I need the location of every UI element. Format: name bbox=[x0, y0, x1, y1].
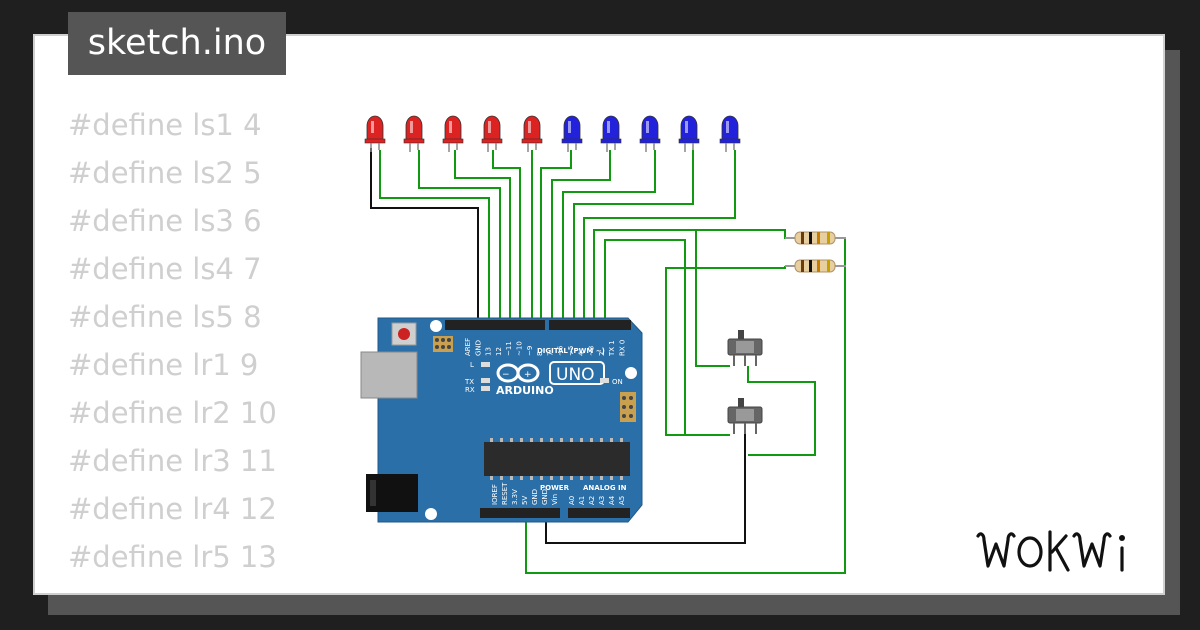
pin-label: 12 bbox=[495, 347, 503, 356]
resistor-1[interactable] bbox=[785, 231, 846, 245]
pin-label: GND bbox=[474, 340, 482, 356]
code-line: #define lr5 13 bbox=[68, 540, 277, 574]
pin-label: ~5 bbox=[567, 346, 575, 356]
file-tab[interactable]: sketch.ino bbox=[68, 12, 286, 75]
pin-label: AREF bbox=[464, 338, 472, 356]
resistor-2[interactable] bbox=[785, 259, 846, 273]
usb-port bbox=[360, 351, 418, 399]
digital-header-right bbox=[549, 320, 631, 330]
power-header-label: POWER bbox=[540, 484, 570, 492]
wire-resistor2 bbox=[665, 266, 786, 436]
led-label-l: L bbox=[470, 361, 474, 369]
code-line: #define lr2 10 bbox=[68, 396, 277, 430]
wire-led-10 bbox=[583, 150, 736, 323]
wire-led-2 bbox=[418, 150, 501, 323]
pin-label: A4 bbox=[608, 495, 616, 505]
code-line: #define ls3 6 bbox=[68, 204, 262, 238]
analog-header-label: ANALOG IN bbox=[583, 484, 627, 492]
pin-label: ~3 bbox=[588, 346, 596, 356]
wire-led-8 bbox=[562, 150, 656, 323]
mounting-hole bbox=[430, 320, 442, 332]
code-line: #define lr4 12 bbox=[68, 492, 277, 526]
pin-label: ~11 bbox=[505, 341, 513, 356]
code-line: #define ls5 8 bbox=[68, 300, 262, 334]
pin-label: A2 bbox=[588, 496, 596, 505]
code-line: #define ls4 7 bbox=[68, 252, 262, 286]
wire-led-1 bbox=[379, 150, 490, 323]
led-row bbox=[364, 115, 741, 152]
led-red-3[interactable] bbox=[442, 115, 464, 152]
power-header bbox=[480, 508, 560, 518]
pin-label: 8 bbox=[536, 352, 544, 356]
code-line: #define lr1 9 bbox=[68, 348, 259, 382]
wire-switch-gnd bbox=[545, 428, 746, 544]
pin-label: 7 bbox=[546, 352, 554, 356]
wire-led-4 bbox=[492, 150, 521, 323]
pin-label: RESET bbox=[501, 482, 509, 505]
arduino-uno-board[interactable]: − + UNO ARDUINO DIGITAL (PWM ~) POWER AN… bbox=[360, 317, 643, 523]
led-blue-8[interactable] bbox=[639, 115, 661, 152]
led-blue-10[interactable] bbox=[719, 115, 741, 152]
wire-led-9 bbox=[573, 150, 694, 323]
led-red-2[interactable] bbox=[403, 115, 425, 152]
pin-label: ~9 bbox=[526, 346, 534, 356]
wire-led-6 bbox=[540, 150, 572, 323]
pin-label: A3 bbox=[598, 496, 606, 505]
pin-label: RX 0 bbox=[619, 340, 627, 356]
board-brand: ARDUINO bbox=[496, 384, 554, 397]
wire-ground bbox=[370, 148, 479, 323]
code-line: #define ls2 5 bbox=[68, 156, 262, 190]
board-model: UNO bbox=[556, 365, 595, 385]
pin-label: A5 bbox=[618, 496, 626, 505]
led-blue-7[interactable] bbox=[600, 115, 622, 152]
code-line: #define ls1 4 bbox=[68, 108, 262, 142]
wires bbox=[370, 148, 846, 574]
pin-label: GND bbox=[541, 489, 549, 505]
led-label-on: ON bbox=[612, 378, 623, 386]
wire-led-7 bbox=[551, 150, 611, 323]
pin-label: IOREF bbox=[491, 484, 499, 505]
pin-label: A1 bbox=[578, 496, 586, 505]
pin-label: Vin bbox=[551, 494, 559, 505]
arduino-logo-icon bbox=[496, 363, 540, 383]
svg-text:−: − bbox=[502, 370, 510, 380]
led-red-4[interactable] bbox=[481, 115, 503, 152]
led-red-1[interactable] bbox=[364, 115, 386, 152]
pin-label: 13 bbox=[485, 347, 493, 356]
pin-label: 2 bbox=[598, 352, 606, 356]
led-blue-9[interactable] bbox=[678, 115, 700, 152]
pin-label: 5V bbox=[521, 496, 529, 505]
wire-led-3 bbox=[454, 150, 511, 323]
led-red-5[interactable] bbox=[521, 115, 543, 152]
wokwi-logo bbox=[976, 530, 1125, 572]
mounting-hole bbox=[625, 367, 637, 379]
svg-text:+: + bbox=[524, 370, 532, 380]
pin-label: ~6 bbox=[557, 345, 565, 356]
led-label-rx: RX bbox=[465, 386, 475, 394]
wire-pin2-switch bbox=[604, 239, 730, 436]
pin-label: A0 bbox=[568, 496, 576, 505]
mounting-hole bbox=[425, 508, 437, 520]
slide-switch-2[interactable] bbox=[727, 398, 763, 434]
code-listing: #define ls1 4 #define ls2 5 #define ls3 … bbox=[68, 103, 348, 583]
pin-label: GND bbox=[531, 489, 539, 505]
microcontroller-chip bbox=[484, 442, 630, 476]
slide-switch-1[interactable] bbox=[727, 330, 763, 366]
digital-header-label: DIGITAL (PWM ~) bbox=[537, 347, 605, 355]
pin-label: TX 1 bbox=[608, 340, 616, 357]
wire-pin3-switch bbox=[695, 230, 730, 367]
code-line: #define lr3 11 bbox=[68, 444, 277, 478]
led-label-tx: TX bbox=[464, 378, 474, 386]
pin-label: 3.3V bbox=[511, 489, 519, 505]
wire-switch-link bbox=[747, 366, 816, 456]
digital-header-left bbox=[445, 320, 545, 330]
pin-label: ~10 bbox=[516, 341, 524, 356]
pin-label: 4 bbox=[577, 351, 585, 356]
analog-header bbox=[568, 508, 630, 518]
led-blue-6[interactable] bbox=[561, 115, 583, 152]
